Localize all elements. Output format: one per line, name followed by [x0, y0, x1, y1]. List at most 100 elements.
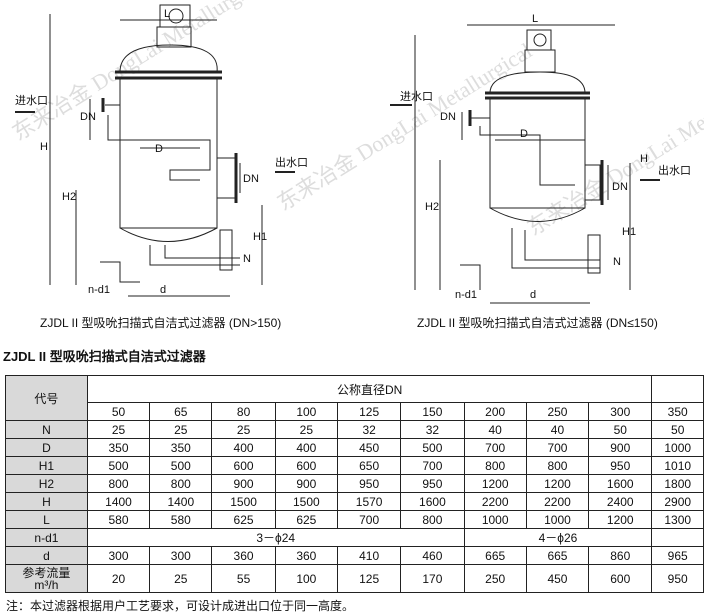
empty-cell	[651, 375, 704, 403]
table-cell: 50	[651, 420, 704, 439]
row-label: N	[5, 420, 88, 439]
label-d: d	[160, 284, 166, 296]
table-cell: 625	[274, 510, 339, 529]
nd1-group1: 3－ϕ24	[86, 528, 465, 547]
flow-label: 参考流量	[22, 565, 71, 580]
table-cell: 700	[525, 438, 590, 457]
filter-diagrams: 进水口 出水口 L D DN DN H H2 H1 N n-d1 d 进水口 出…	[15, 4, 691, 304]
table-cell: 150	[400, 402, 465, 421]
table-cell: 300	[86, 546, 151, 565]
table-cell: 400	[211, 438, 276, 457]
label-H1: H1	[622, 226, 636, 238]
label-D: D	[520, 128, 528, 140]
caption-small: ZJDL II 型吸吮扫描式自洁式过滤器 (DN≤150)	[417, 316, 658, 330]
table-cell: 1500	[211, 492, 276, 511]
table-cell: 500	[149, 456, 213, 475]
row-label: H	[5, 492, 88, 511]
table-cell: 1000	[525, 510, 590, 529]
table-cell: 625	[211, 510, 276, 529]
table-cell: 350	[651, 402, 704, 421]
table-cell: 100	[274, 564, 339, 593]
table-row: n-d1 3－ϕ24 4－ϕ26	[5, 528, 704, 547]
table-cell: 250	[525, 402, 590, 421]
code-header: 代号	[5, 375, 88, 421]
table-cell: 170	[400, 564, 465, 593]
label-inlet: 进水口	[400, 90, 433, 103]
table-cell: 65	[149, 402, 213, 421]
table-cell: 1570	[336, 492, 402, 511]
label-H2: H2	[62, 191, 76, 203]
label-d: d	[530, 289, 536, 301]
table-cell: 1200	[588, 510, 653, 529]
row-label: H1	[5, 456, 88, 475]
row-label: L	[5, 510, 88, 529]
table-cell: 200	[463, 402, 527, 421]
label-outlet: 出水口	[275, 155, 308, 169]
table-cell: 1400	[149, 492, 213, 511]
table-cell: 460	[400, 546, 465, 565]
diagram-large	[15, 4, 295, 297]
table-cell: 1600	[400, 492, 465, 511]
row-label: n-d1	[5, 528, 88, 547]
label-L: L	[164, 8, 170, 20]
label-DN: DN	[80, 111, 96, 123]
table-cell: 450	[336, 438, 402, 457]
table-cell: 700	[463, 438, 527, 457]
table-cell: 900	[274, 474, 339, 493]
flow-unit: m³/h	[34, 577, 59, 592]
table-cell: 250	[463, 564, 527, 593]
table-cell: 700	[336, 510, 402, 529]
table-cell: 25	[211, 420, 276, 439]
table-cell: 25	[149, 420, 213, 439]
label-nd1: n-d1	[88, 284, 110, 296]
table-cell: 600	[274, 456, 339, 475]
label-H1: H1	[253, 231, 267, 243]
table-cell: 360	[211, 546, 276, 565]
table-cell: 1010	[651, 456, 704, 475]
nd1-group2: 4－ϕ26	[463, 528, 653, 547]
label-DN: DN	[612, 181, 628, 193]
table-cell: 50	[588, 420, 653, 439]
label-D: D	[155, 143, 163, 155]
table-cell: 965	[651, 546, 704, 565]
table-cell: 32	[400, 420, 465, 439]
table-cell: 800	[400, 510, 465, 529]
label-DN: DN	[243, 173, 259, 185]
table-cell: 410	[336, 546, 402, 565]
table-cell: 665	[463, 546, 527, 565]
table-cell: 1400	[86, 492, 151, 511]
table-cell: 950	[336, 474, 402, 493]
table-cell: 300	[149, 546, 213, 565]
table-cell: 800	[149, 474, 213, 493]
table-cell: 1600	[588, 474, 653, 493]
table-cell: 25	[86, 420, 151, 439]
table-cell: 2900	[651, 492, 704, 511]
table-cell: 580	[86, 510, 151, 529]
table-cell: 900	[211, 474, 276, 493]
table-cell: 25	[274, 420, 339, 439]
table-cell: 600	[211, 456, 276, 475]
table-cell: 20	[86, 564, 151, 593]
table-cell: 50	[86, 402, 151, 421]
table-cell: 1000	[463, 510, 527, 529]
label-L: L	[532, 13, 538, 25]
table-cell: 125	[336, 564, 402, 593]
label-N: N	[243, 253, 251, 265]
table-cell: 1200	[525, 474, 590, 493]
table-cell: 700	[400, 456, 465, 475]
table-title: ZJDL II 型吸吮扫描式自洁式过滤器	[3, 349, 206, 364]
table-cell: 665	[525, 546, 590, 565]
table-cell: 650	[336, 456, 402, 475]
table-cell: 800	[463, 456, 527, 475]
label-DN: DN	[440, 111, 456, 123]
table-cell: 580	[149, 510, 213, 529]
row-label: H2	[5, 474, 88, 493]
